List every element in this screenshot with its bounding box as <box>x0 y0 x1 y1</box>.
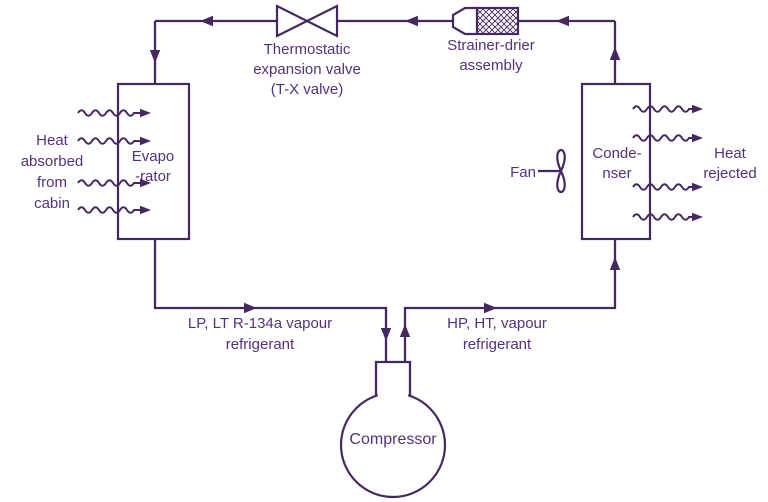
wavy-arrowhead <box>692 212 703 222</box>
arrowhead-left <box>200 15 213 27</box>
heat-absorbed-label: Heat absorbed from cabin <box>20 132 84 212</box>
wavy-arrowhead <box>692 182 703 192</box>
txv-label: Thermostatic expansion valve (T-X valve) <box>253 41 361 98</box>
arrowhead-left <box>556 15 569 27</box>
condenser-box <box>580 82 652 241</box>
strainer-drier-icon <box>451 6 520 36</box>
wavy-arrow <box>632 213 692 221</box>
compressor-neck-opening <box>377 387 409 399</box>
wavy-arrowhead <box>692 133 703 143</box>
fan-blades <box>556 148 566 194</box>
wavy-arrow <box>77 179 140 187</box>
wavy-arrowhead <box>140 136 151 146</box>
strainer-nose <box>451 6 477 36</box>
condenser-label: Conde- nser <box>592 145 642 182</box>
wavy-arrow <box>77 206 140 214</box>
wavy-arrow <box>632 183 692 191</box>
wavy-arrow <box>77 109 140 117</box>
arrowhead-up <box>609 257 621 270</box>
arrowhead-right <box>484 302 497 314</box>
suction-line-label: LP, LT R-134a vapour refrigerant <box>187 315 333 353</box>
wavy-arrow <box>632 134 692 142</box>
wavy-arrow <box>632 105 692 113</box>
compressor-label: Compressor <box>349 431 437 448</box>
pipe-top-line <box>153 19 617 84</box>
arrowhead-up <box>399 324 411 337</box>
fan-icon <box>538 148 566 194</box>
wavy-arrowhead <box>140 178 151 188</box>
fan-label: Fan <box>510 164 536 181</box>
heat-absorbed-arrows <box>77 108 151 215</box>
compressor-symbol <box>339 360 447 499</box>
wavy-arrowhead <box>140 205 151 215</box>
compressor-neck <box>374 360 412 396</box>
arrowhead-down <box>149 50 161 63</box>
discharge-line-label: HP, HT, vapour refrigerant <box>447 315 547 353</box>
wavy-arrowhead <box>140 108 151 118</box>
heat-rejected-label: Heat rejected <box>703 145 757 182</box>
heat-rejected-arrows <box>632 104 703 222</box>
flow-arrowheads <box>149 15 621 341</box>
wavy-arrowhead <box>692 104 703 114</box>
strainer-drier-label: Strainer-drier assembly <box>447 37 535 74</box>
arrowhead-right <box>244 302 257 314</box>
strainer-body <box>475 6 520 36</box>
arrowhead-up <box>609 47 621 60</box>
txv-valve-icon <box>275 4 339 38</box>
arrowhead-left <box>405 15 418 27</box>
arrowhead-down <box>380 328 392 341</box>
evaporator-label: Evapo -rator <box>131 148 175 185</box>
wavy-arrow <box>77 137 140 145</box>
